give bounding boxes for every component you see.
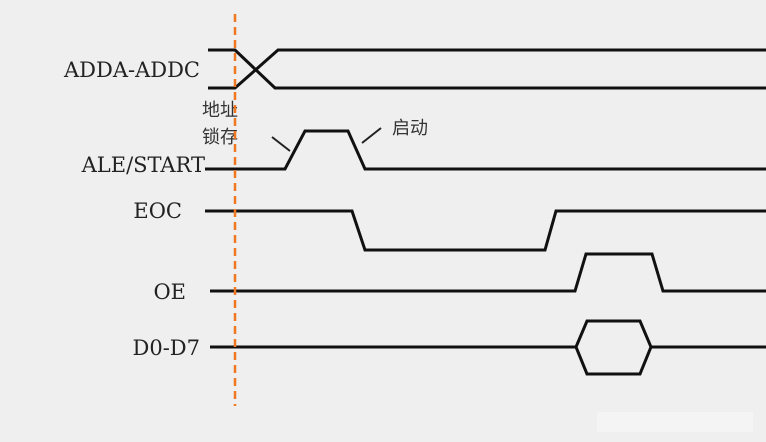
pointer-start — [361, 127, 382, 144]
label-ale-start: ALE/START — [81, 153, 205, 177]
trace-d0-d7-data-valid — [574, 319, 653, 376]
label-adda-addc: ADDA-ADDC — [63, 58, 200, 82]
annotation-latch: 锁存 — [202, 127, 238, 148]
label-oe: OE — [153, 280, 186, 304]
label-eoc: EOC — [133, 199, 182, 223]
pointer-address-latch — [271, 136, 291, 152]
trace-ale-start — [205, 129, 766, 171]
trace-eoc — [205, 209, 766, 252]
trace-adda-addc-top — [208, 48, 766, 90]
trace-oe — [210, 252, 766, 293]
annotation-address: 地址 — [202, 100, 238, 121]
label-d0-d7: D0-D7 — [133, 336, 201, 360]
faint-overlay — [597, 412, 753, 432]
trace-adda-addc-bottom — [208, 48, 766, 90]
annotation-start: 启动 — [392, 118, 428, 139]
